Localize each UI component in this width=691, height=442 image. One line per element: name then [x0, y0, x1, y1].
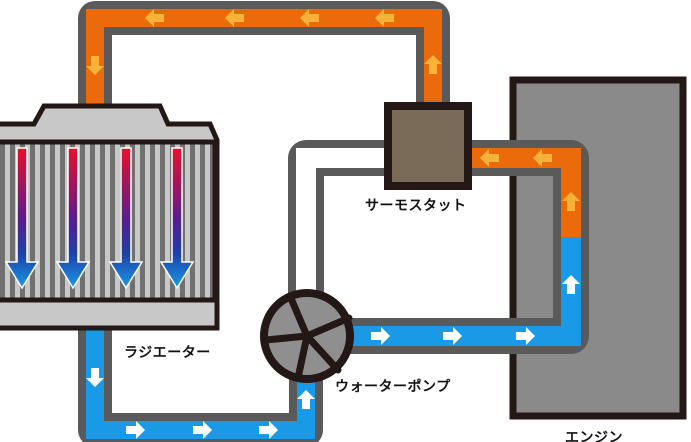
cold-flow-arrow-right-icon: [516, 327, 535, 345]
cooling-arrow-down-icon: [4, 147, 40, 290]
water-pump: [260, 289, 354, 383]
engine-label: エンジン: [565, 430, 623, 442]
cold-flow-arrow-right-icon: [193, 421, 212, 439]
hot-flow-arrow-left-icon: [480, 149, 499, 167]
engine-block: [509, 76, 687, 420]
hot-flow-arrow-up-icon: [424, 55, 442, 74]
cooling-arrow-down-icon: [108, 147, 144, 290]
bypass-pipe: [288, 140, 392, 300]
hot-flow-arrow-left-icon: [533, 149, 552, 167]
radiator: [0, 103, 220, 331]
water-pump-label: ウォーターポンプ: [335, 379, 451, 395]
thermostat: [384, 102, 472, 190]
hot-flow-arrow-up-icon: [562, 192, 580, 211]
cold-flow-arrow-right-icon: [443, 327, 462, 345]
thermostat-label: サーモスタット: [365, 198, 467, 214]
cold-flow-arrow-right-icon: [371, 327, 390, 345]
hot-flow-arrow-left-icon: [145, 9, 164, 27]
cooling-arrow-down-icon: [55, 147, 91, 290]
cold-flow-arrow-up-icon: [562, 275, 580, 294]
hot-pipe-top: [78, 1, 450, 105]
cold-flow-arrow-up-icon: [297, 390, 315, 409]
hot-flow-arrow-down-icon: [86, 56, 104, 75]
cold-flow-arrow-right-icon: [126, 421, 145, 439]
cooling-arrow-down-icon: [159, 147, 195, 290]
cold-flow-arrow-right-icon: [259, 421, 278, 439]
hot-flow-arrow-left-icon: [375, 9, 394, 27]
hot-flow-arrow-left-icon: [300, 9, 319, 27]
cold-flow-arrow-down-icon: [86, 368, 104, 387]
radiator-label: ラジエーター: [124, 345, 211, 361]
hot-flow-arrow-left-icon: [225, 9, 244, 27]
